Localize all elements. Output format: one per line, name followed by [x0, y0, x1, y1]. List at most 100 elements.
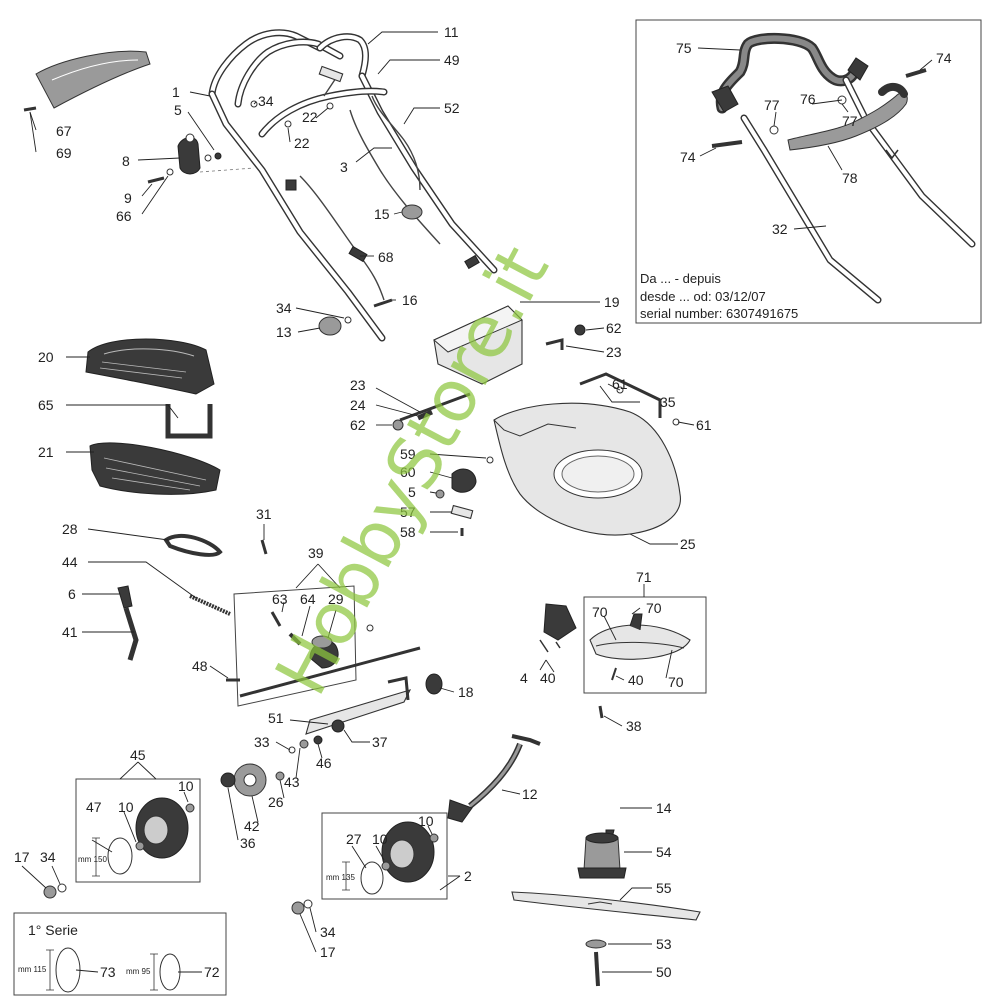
front-wheel-kit: 10 10 27 2 mm 135 — [321, 812, 472, 900]
label-36: 36 — [240, 835, 256, 851]
rear-wheel-kit: 45 10 10 47 mm 150 — [75, 747, 201, 883]
handle-assembly: 11 49 52 1 34 22 22 3 15 68 34 16 13 — [172, 24, 498, 342]
label-70-bottom: 70 — [668, 674, 684, 690]
label-77-right: 77 — [842, 113, 858, 129]
label-9: 9 — [124, 190, 132, 206]
label-50: 50 — [656, 964, 672, 980]
label-65: 65 — [38, 397, 54, 413]
first-series-box: 1° Serie mm 115 mm 95 73 72 — [13, 912, 227, 996]
label-33: 33 — [254, 734, 270, 750]
label-17-right: 17 — [320, 944, 336, 960]
label-53: 53 — [656, 936, 672, 952]
label-2: 2 — [464, 868, 472, 884]
mulching-kit: 71 70 70 40 70 4 40 38 — [520, 569, 707, 734]
serie-label: 1° Serie — [28, 922, 78, 938]
label-66: 66 — [116, 208, 132, 224]
label-28: 28 — [62, 521, 78, 537]
label-11: 11 — [444, 24, 459, 40]
label-13: 13 — [276, 324, 292, 340]
label-21: 21 — [38, 444, 54, 460]
label-25: 25 — [680, 536, 696, 552]
throttle-parts: 67 69 5 8 9 66 — [23, 50, 255, 224]
label-23-right: 23 — [606, 344, 622, 360]
label-77-left: 77 — [764, 97, 780, 113]
height-adjuster: 59 60 5 57 58 — [400, 446, 494, 540]
inset-note-line2: desde ... od: 03/12/07 — [640, 289, 766, 304]
label-10-d: 10 — [372, 831, 388, 847]
label-10-a: 10 — [178, 778, 194, 794]
label-15: 15 — [374, 206, 390, 222]
label-20: 20 — [38, 349, 54, 365]
label-74-top: 74 — [936, 50, 952, 66]
label-47: 47 — [86, 799, 102, 815]
label-35: 35 — [660, 394, 676, 410]
label-72: 72 — [204, 964, 220, 980]
inset-note-line3: serial number: 6307491675 — [640, 306, 798, 321]
label-8: 8 — [122, 153, 130, 169]
label-5-top: 5 — [174, 102, 182, 118]
label-67: 67 — [56, 123, 72, 139]
label-69: 69 — [56, 145, 72, 161]
transmission-assembly: 39 63 64 29 48 18 37 51 — [192, 545, 474, 750]
label-34-left: 34 — [40, 849, 56, 865]
label-17-left: 17 — [14, 849, 30, 865]
label-10-b: 10 — [118, 799, 134, 815]
label-62-top: 62 — [606, 320, 622, 336]
label-27: 27 — [346, 831, 362, 847]
label-60: 60 — [400, 464, 416, 480]
inset-handle-variant: 75 74 77 76 77 74 78 32 Da ... - depuis … — [635, 19, 982, 324]
label-3: 3 — [340, 159, 348, 175]
label-68: 68 — [378, 249, 394, 265]
label-73: 73 — [100, 964, 116, 980]
label-40-side: 40 — [540, 670, 556, 686]
grass-bag: 20 65 21 — [38, 338, 221, 495]
label-34-handle: 34 — [258, 93, 274, 109]
label-43: 43 — [284, 774, 300, 790]
label-5-adjuster: 5 — [408, 484, 416, 500]
label-38: 38 — [626, 718, 642, 734]
label-48: 48 — [192, 658, 208, 674]
label-45: 45 — [130, 747, 146, 763]
label-22-lower: 22 — [294, 135, 310, 151]
label-64: 64 — [300, 591, 316, 607]
label-34-right: 34 — [320, 924, 336, 940]
label-42: 42 — [244, 818, 260, 834]
label-59: 59 — [400, 446, 416, 462]
label-61-top: 61 — [612, 376, 628, 392]
label-61-right: 61 — [696, 417, 712, 433]
label-41: 41 — [62, 624, 78, 640]
label-14: 14 — [656, 800, 672, 816]
label-37: 37 — [372, 734, 388, 750]
drive-parts: 28 44 6 41 31 — [62, 506, 272, 661]
dim-135: mm 135 — [326, 873, 355, 882]
blade-assembly: 14 54 55 53 50 — [511, 800, 701, 987]
label-70-top: 70 — [646, 600, 662, 616]
label-55: 55 — [656, 880, 672, 896]
label-34-knob: 34 — [276, 300, 292, 316]
label-76: 76 — [800, 91, 816, 107]
label-10-c: 10 — [418, 813, 434, 829]
label-12: 12 — [522, 786, 538, 802]
label-75: 75 — [676, 40, 692, 56]
axle-small-parts: 33 43 46 26 42 36 — [220, 734, 332, 851]
label-58: 58 — [400, 524, 416, 540]
dim-95: mm 95 — [126, 967, 151, 976]
label-71: 71 — [636, 569, 652, 585]
label-78: 78 — [842, 170, 858, 186]
label-22-upper: 22 — [302, 109, 318, 125]
label-74-left: 74 — [680, 149, 696, 165]
label-4: 4 — [520, 670, 528, 686]
label-54: 54 — [656, 844, 672, 860]
label-24: 24 — [350, 397, 366, 413]
label-1: 1 — [172, 84, 180, 100]
label-57: 57 — [400, 504, 416, 520]
label-40-box: 40 — [628, 672, 644, 688]
label-63: 63 — [272, 591, 288, 607]
label-32: 32 — [772, 221, 788, 237]
label-6: 6 — [68, 586, 76, 602]
label-23-left: 23 — [350, 377, 366, 393]
label-46: 46 — [316, 755, 332, 771]
label-62-left: 62 — [350, 417, 366, 433]
label-70-left: 70 — [592, 604, 608, 620]
